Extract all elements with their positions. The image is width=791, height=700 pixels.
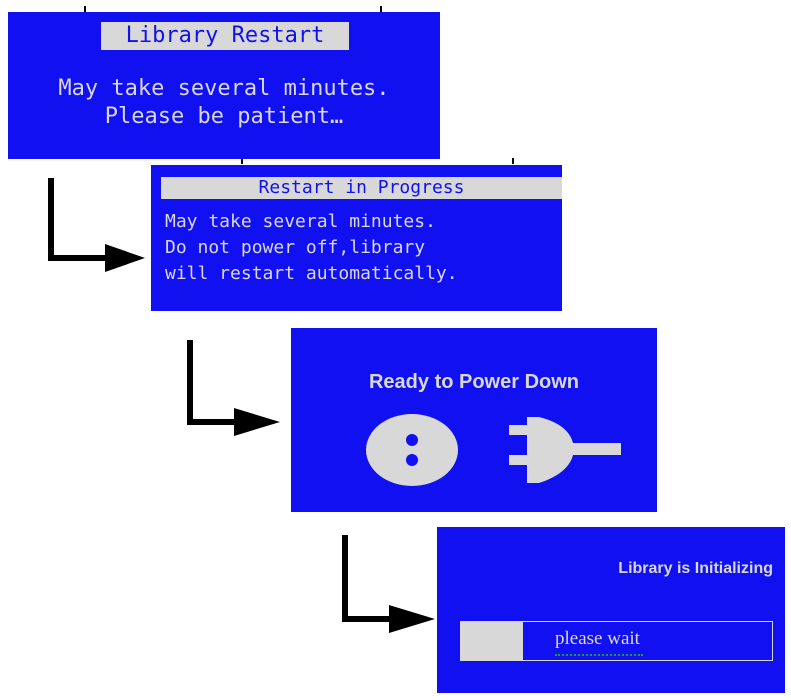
- flow-arrow-1: [48, 178, 145, 272]
- screen-title: Library Restart: [125, 23, 325, 48]
- ready-to-power-down-screen: Ready to Power Down: [291, 328, 657, 512]
- progress-label: please wait: [555, 628, 640, 649]
- library-restart-screen: Library Restart May take several minutes…: [8, 12, 440, 159]
- restart-in-progress-screen: Restart in Progress May take several min…: [151, 165, 562, 311]
- flow-arrow-2: [187, 340, 280, 436]
- title-highlight: [101, 22, 349, 50]
- screen-title: Library is Initializing: [618, 560, 773, 577]
- progress-fill: [461, 622, 523, 660]
- power-plug-icon: [509, 417, 621, 483]
- message-line: May take several minutes.: [58, 76, 390, 101]
- tick-mark: [380, 6, 382, 12]
- spellcheck-underline: [555, 654, 643, 656]
- flow-arrow-3: [342, 535, 435, 633]
- title-highlight: [161, 177, 562, 199]
- library-initializing-screen: Library is Initializing please wait: [437, 527, 785, 693]
- screen-title: Restart in Progress: [258, 177, 465, 198]
- tick-mark: [241, 158, 243, 164]
- power-outlet-icon: [366, 414, 458, 486]
- tick-mark: [512, 158, 514, 164]
- message-line: Please be patient…: [104, 104, 344, 129]
- message-line: Do not power off,library: [165, 237, 426, 258]
- progress-bar: please wait: [460, 621, 773, 661]
- message-line: will restart automatically.: [165, 263, 458, 284]
- message-line: May take several minutes.: [165, 211, 436, 232]
- screen-title: Ready to Power Down: [368, 371, 580, 393]
- tick-mark: [84, 6, 86, 12]
